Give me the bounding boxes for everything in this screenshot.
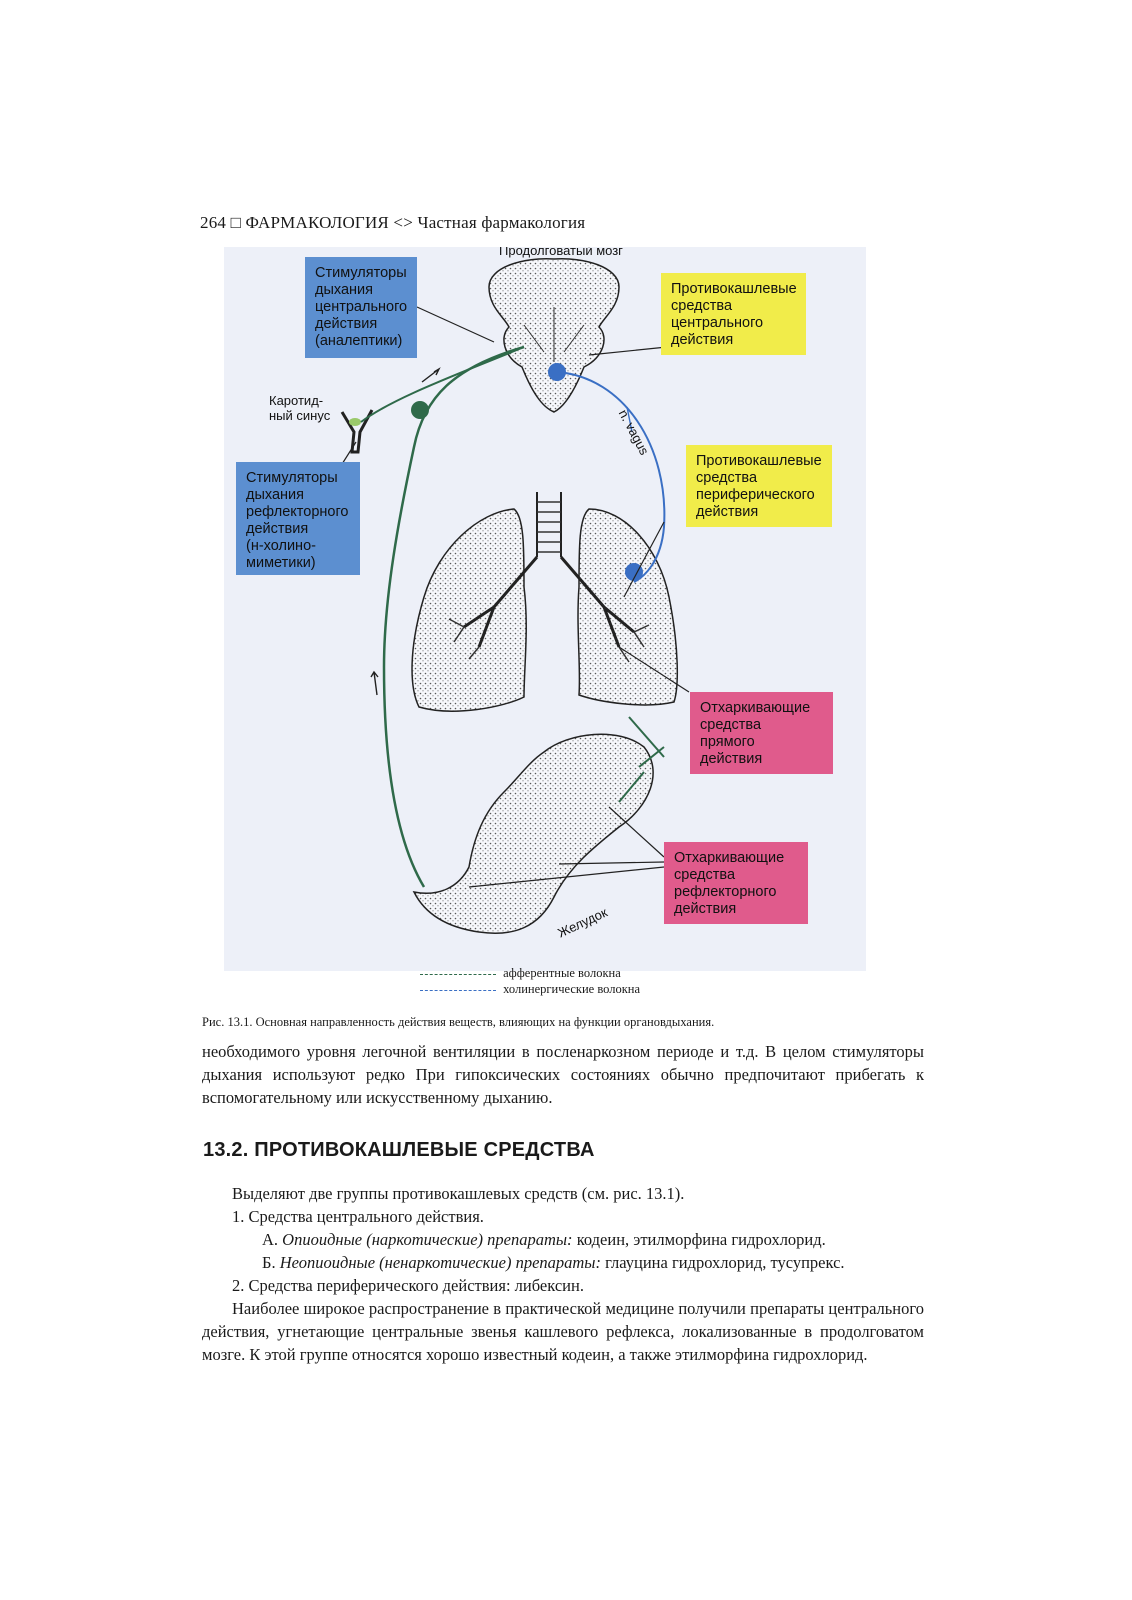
central-antitussives-box: Противокашлевые средства центрального де… [661, 273, 806, 355]
reflex-stimulants-box: Стимуляторы дыхания рефлекторного действ… [236, 462, 360, 575]
cholinergic-fiber [556, 371, 666, 583]
vagus-origin-node [548, 363, 566, 381]
afferent-node [411, 401, 429, 419]
antitussive-list: Выделяют две группы противокашлевых сред… [202, 1182, 942, 1297]
legend-afferent-label: афферентные волокна [503, 966, 621, 980]
direct-expectorants-box: Отхаркивающие средства прямого действия [690, 692, 833, 774]
list-item-1b: Б. Неопиоидные (ненаркотические) препара… [262, 1253, 845, 1272]
paragraph-2-text: Наиболее широкое распространение в практ… [202, 1299, 924, 1364]
afferent-fiber [382, 345, 525, 888]
list-item-1: 1. Средства центрального действия. [232, 1207, 484, 1226]
legend-cholinergic-swatch [420, 989, 496, 991]
peripheral-antitussives-box: Противокашлевые средства периферического… [686, 445, 832, 527]
page-number: 264 [200, 213, 227, 232]
legend-cholinergic-label: холинергические волокна [503, 982, 641, 996]
stomach-shape [412, 733, 654, 934]
header-title: ФАРМАКОЛОГИЯ <> Частная фармакология [245, 213, 586, 232]
figure-caption: Рис. 13.1. Основная направленность дейст… [202, 1015, 715, 1029]
list-intro: Выделяют две группы противокашлевых сред… [232, 1184, 685, 1203]
figure-illustration [336, 258, 690, 934]
paragraph-2: Наиболее широкое распространение в практ… [202, 1297, 924, 1366]
carotid-sinus-label: Каротид- ный синус [269, 393, 331, 423]
paragraph-1: необходимого уровня легочной вентиляции … [202, 1040, 924, 1109]
respiratory-figure: Продолговатый мозг Каротид- ный синус n.… [224, 247, 866, 971]
paragraph-1-text: необходимого уровня легочной вентиляции … [202, 1042, 924, 1107]
right-lung-shape [577, 508, 678, 706]
list-item-2: 2. Средства периферического действия: ли… [232, 1276, 584, 1295]
vagus-end-node [625, 563, 643, 581]
legend-cholinergic: холинергические волокна [420, 982, 640, 997]
page-header: 264 □ ФАРМАКОЛОГИЯ <> Частная фармаколог… [200, 213, 585, 233]
legend-afferent-swatch [420, 973, 496, 975]
carotid-sinus-shape [340, 409, 374, 454]
section-heading: 13.2. ПРОТИВОКАШЛЕВЫЕ СРЕДСТВА [203, 1139, 595, 1161]
reflex-expectorants-box: Отхаркивающие средства рефлекторного дей… [664, 842, 808, 924]
left-lung-shape [411, 508, 527, 712]
medulla-label: Продолговатый мозг [499, 247, 623, 258]
trachea-shape [536, 492, 562, 557]
legend-afferent: афферентные волокна [420, 966, 621, 981]
header-separator: □ [230, 213, 242, 232]
central-stimulants-box: Стимуляторы дыхания центрального действи… [305, 257, 417, 358]
list-item-1a: А. Опиоидные (наркотические) препараты: … [262, 1230, 826, 1249]
